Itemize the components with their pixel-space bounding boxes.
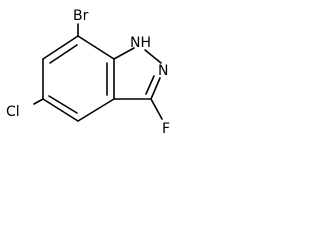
atom-label-br: Br bbox=[73, 8, 89, 24]
pyrazole-ring bbox=[113, 47, 162, 100]
bond-n2-c3-double bbox=[145, 75, 155, 95]
bond-c4-c5 bbox=[42, 98, 79, 122]
atom-labels: Br NH N F Cl bbox=[6, 8, 170, 137]
bond-n2-c3 bbox=[150, 77, 161, 100]
bond-c6-c7-double bbox=[49, 44, 78, 64]
chemical-structure-diagram: Br NH N F Cl bbox=[6, 8, 170, 137]
bond-c7-c7a bbox=[77, 35, 115, 60]
bond-n1-n2 bbox=[144, 49, 162, 64]
bond-c5-cl bbox=[33, 98, 44, 105]
bond-c3-f bbox=[150, 98, 163, 120]
bond-c4-c5-double bbox=[48, 95, 78, 114]
benzene-ring bbox=[42, 35, 115, 122]
bond-c3a-c4 bbox=[77, 98, 115, 122]
atom-label-n: N bbox=[158, 63, 168, 79]
atom-label-nh: NH bbox=[130, 35, 151, 51]
substituent-bonds bbox=[33, 23, 163, 120]
atom-label-f: F bbox=[162, 121, 170, 137]
bond-c7a-n1 bbox=[113, 47, 135, 60]
bond-c6-c7 bbox=[42, 35, 79, 60]
atom-label-cl: Cl bbox=[6, 104, 20, 120]
